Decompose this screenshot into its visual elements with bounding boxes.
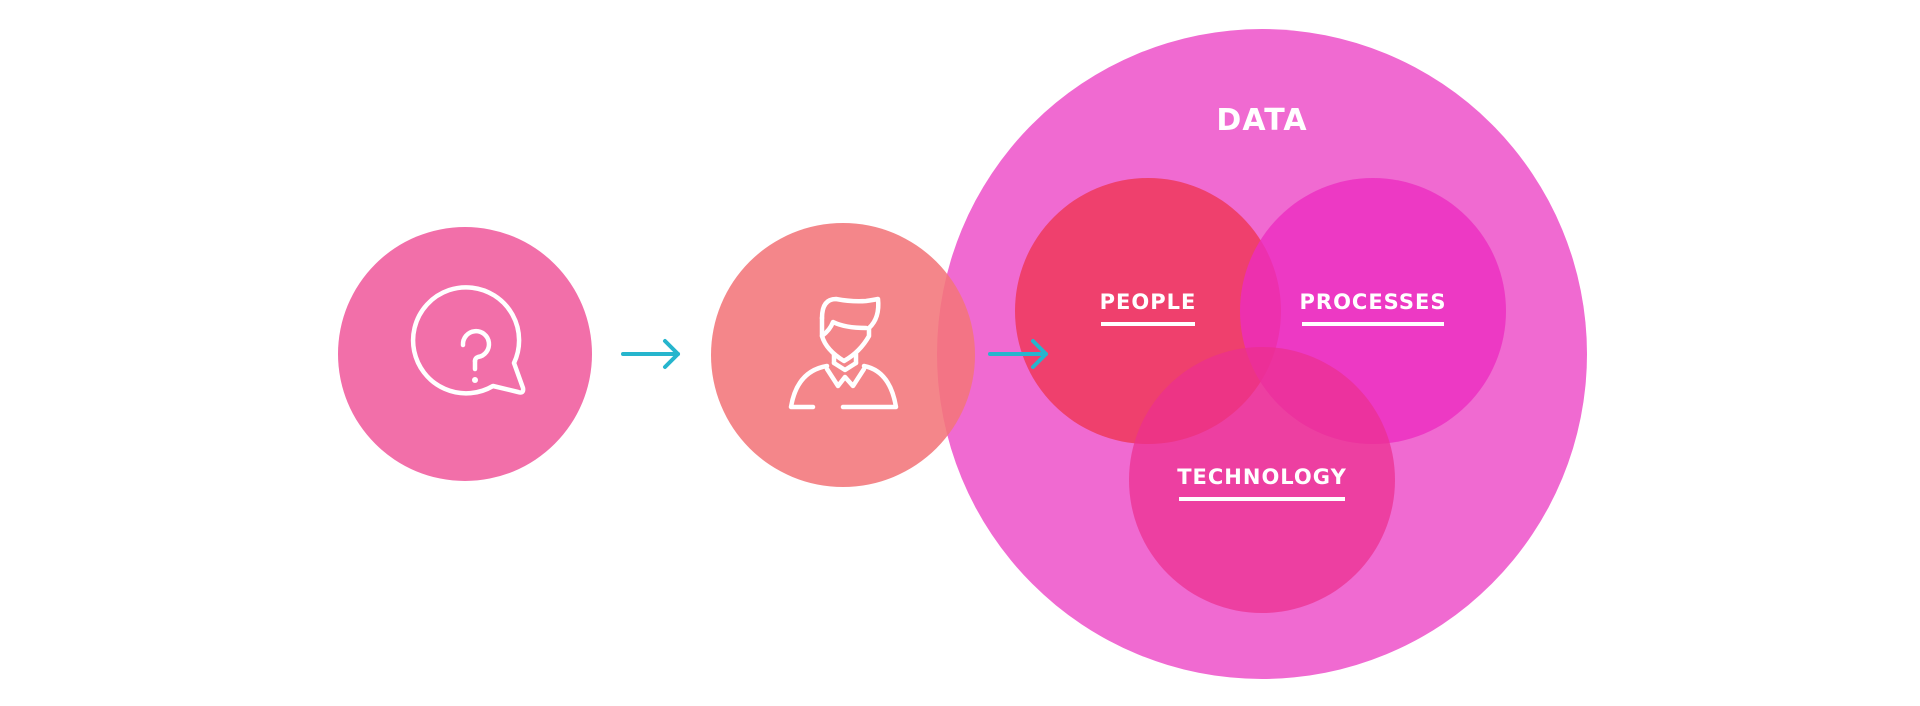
question-dot bbox=[472, 377, 478, 383]
processes-label: PROCESSES bbox=[1300, 290, 1447, 314]
technology-label: TECHNOLOGY bbox=[1177, 465, 1347, 489]
arrow-right-icon bbox=[621, 339, 680, 369]
question-circle bbox=[338, 227, 592, 481]
technology-circle bbox=[1129, 347, 1395, 613]
question-speech-bubble-icon bbox=[410, 285, 526, 396]
person-circle bbox=[711, 223, 975, 487]
arrow-right-icon bbox=[988, 339, 1048, 369]
people-label: PEOPLE bbox=[1100, 290, 1197, 314]
person-icon bbox=[788, 296, 899, 410]
data-label: DATA bbox=[1216, 103, 1307, 138]
